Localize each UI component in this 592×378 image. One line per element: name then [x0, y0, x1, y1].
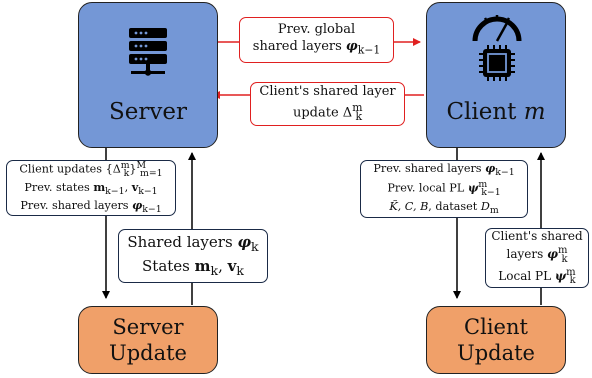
client-node: Client m: [426, 2, 566, 148]
server-inputs-line2: Prev. states mk−1, vk−1: [24, 179, 158, 197]
client-label-var: m: [523, 99, 546, 125]
global-msg-line2: shared layers φk−1: [252, 39, 381, 57]
global-layers-message: Prev. global shared layers φk−1: [239, 17, 394, 63]
client-outputs-line1: Client's shared: [491, 228, 583, 243]
server-outputs-line1: Shared layers φk: [127, 233, 259, 255]
client-inputs-line1: Prev. shared layers φk−1: [373, 161, 515, 179]
client-outputs-line2: layers φmk: [506, 245, 568, 265]
server-label: Server: [109, 99, 187, 125]
chip-gauge-icon: [472, 15, 522, 81]
client-inputs-box: Prev. shared layers φk−1 Prev. local PL …: [360, 160, 528, 218]
server-update-line2: Update: [109, 341, 187, 365]
client-msg-line1: Client's shared layer: [259, 84, 396, 100]
client-update-line2: Update: [457, 341, 535, 365]
client-label-text: Client: [446, 99, 517, 125]
client-outputs-box: Client's shared layers φmk Local PL ψmk: [485, 228, 589, 288]
client-msg-line2: update Δmk: [292, 100, 363, 123]
server-update-node: Server Update: [78, 306, 218, 374]
server-rack-icon: [129, 28, 167, 76]
client-label: Client m: [427, 99, 565, 125]
server-outputs-line2: States mk, vk: [142, 257, 244, 278]
client-update-message: Client's shared layer update Δmk: [250, 82, 405, 126]
global-msg-line1: Prev. global: [277, 22, 356, 38]
client-update-node: Client Update: [426, 306, 566, 374]
server-inputs-line1: Client updates {Δmk}Mm=1: [19, 159, 163, 179]
client-inputs-line2: Prev. local PL ψmk−1: [387, 179, 501, 199]
server-inputs-line3: Prev. shared layers φk−1: [20, 198, 162, 216]
client-outputs-line3: Local PL ψmk: [498, 266, 576, 287]
server-outputs-box: Shared layers φk States mk, vk: [118, 229, 268, 283]
server-update-line1: Server: [112, 314, 184, 339]
server-node: Server: [78, 2, 218, 148]
server-inputs-box: Client updates {Δmk}Mm=1 Prev. states mk…: [6, 160, 176, 216]
client-update-line1: Client: [464, 314, 528, 339]
client-inputs-line3: K̃, C, B, dataset Dm: [389, 199, 499, 216]
